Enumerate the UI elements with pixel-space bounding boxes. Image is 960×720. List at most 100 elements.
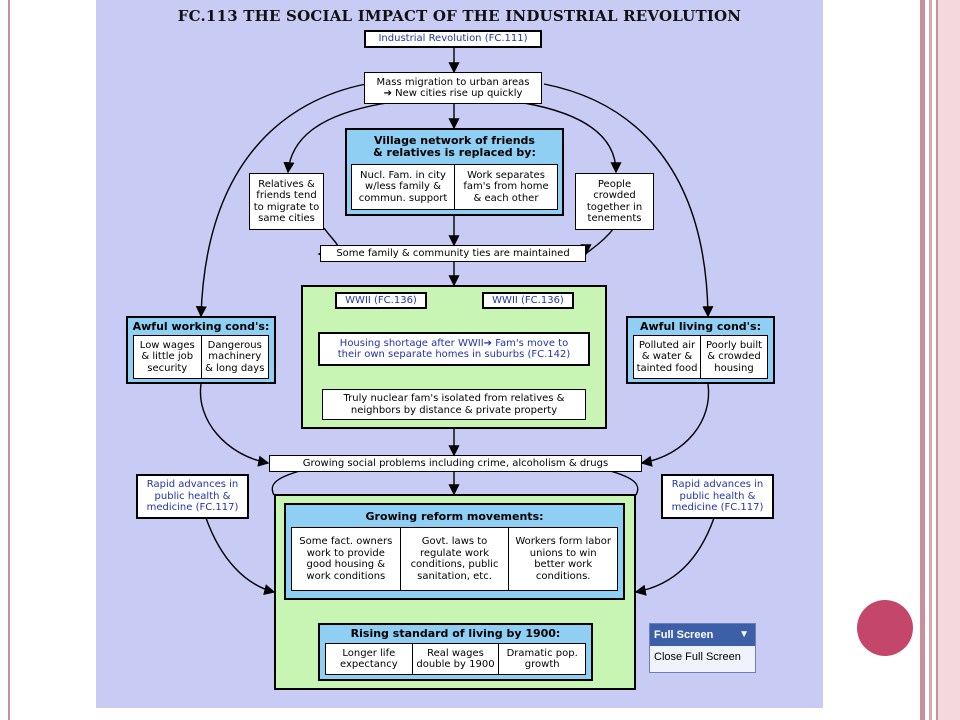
node-relatives-l3: to migrate to — [253, 201, 320, 213]
arrow-migration-to-living — [543, 83, 714, 318]
reform-cell-laws-l3: conditions, public — [410, 559, 499, 570]
node-housing-shortage: Housing shortage after WWII➔ Fam's move … — [318, 332, 590, 366]
node-mass-migration-line1: Mass migration to urban areas — [376, 76, 530, 88]
node-mass-migration: Mass migration to urban areas ➔ New citi… — [364, 72, 542, 104]
full-screen-label: Full Screen — [654, 629, 714, 641]
village-cell-work-l1: Work separates — [467, 169, 545, 181]
node-rapid-advances-left: Rapid advances in public health & medici… — [136, 474, 249, 519]
reform-cell-owners-l3: good housing & — [306, 559, 386, 570]
node-industrial-revolution: Industrial Revolution (FC.111) — [364, 30, 542, 48]
panel-village-network: Village network of friends & relatives i… — [345, 128, 564, 216]
slide-frame-left — [0, 0, 10, 720]
node-crowded-l2: crowded — [593, 190, 636, 201]
node-nuclear-l2: neighbors by distance & private property — [350, 404, 558, 416]
arrow-advances-left-to-reform — [205, 517, 276, 596]
node-advances-left-l2: public health & — [154, 490, 231, 502]
node-housing-l2: their own separate homes in suburbs (FC.… — [337, 349, 571, 360]
arrow-migration-to-relatives — [283, 102, 387, 174]
panel-awful-living: Awful living cond's: Polluted air & wate… — [626, 316, 775, 384]
panel-village-cells: Nucl. Fam. in city w/less family & commu… — [351, 164, 558, 210]
full-screen-toolbar: Full Screen ▼ Close Full Screen — [649, 623, 756, 673]
standard-cell-pop: Dramatic pop. growth — [499, 644, 585, 674]
slide-decoration-dot — [857, 600, 913, 656]
node-advances-left-l1: Rapid advances in — [146, 479, 239, 491]
working-cell-wages: Low wages & little job security — [134, 336, 202, 378]
arrow-advances-right-to-reform — [634, 517, 715, 596]
panel-standard-cells: Longer life expectancy Real wages double… — [325, 643, 586, 675]
working-cell-machinery-l3: & long days — [205, 362, 265, 374]
node-wwii-left: WWII (FC.136) — [335, 292, 427, 309]
node-social-problems: Growing social problems including crime,… — [269, 455, 642, 472]
slide-frame-right-band — [936, 0, 960, 720]
node-family-ties-text: Some family & community ties are maintai… — [336, 247, 570, 259]
node-rapid-advances-right: Rapid advances in public health & medici… — [661, 474, 774, 519]
working-cell-machinery: Dangerous machinery & long days — [202, 336, 269, 378]
panel-village-heading-line2: & relatives is replaced by: — [373, 146, 536, 159]
village-cell-work-l2: fam's from home — [463, 181, 549, 193]
standard-cell-pop-l1: Dramatic pop. — [506, 647, 578, 659]
living-cell-polluted-l1: Polluted air — [638, 339, 696, 351]
node-crowded-l1: People — [597, 178, 632, 190]
node-nuclear-isolated: Truly nuclear fam's isolated from relati… — [322, 389, 586, 420]
panel-standard-heading: Rising standard of living by 1900: — [350, 627, 561, 640]
panel-reform-movements: Growing reform movements: Some fact. own… — [284, 503, 625, 600]
village-cell-work: Work separates fam's from home & each ot… — [455, 165, 557, 209]
node-advances-right-l2: public health & — [679, 490, 756, 502]
standard-cell-wages-l2: double by 1900 — [416, 659, 495, 670]
node-relatives-migrate: Relatives & friends tend to migrate to s… — [249, 173, 324, 230]
full-screen-button[interactable]: Full Screen ▼ — [650, 624, 755, 646]
village-cell-nuclear: Nucl. Fam. in city w/less family & commu… — [352, 165, 455, 209]
node-relatives-l2: friends tend — [256, 190, 317, 201]
reform-cell-laws-l2: regulate work — [419, 547, 490, 559]
reform-cell-owners-l2: work to provide — [306, 547, 385, 559]
panel-awful-working: Awful working cond's: Low wages & little… — [126, 316, 276, 384]
arrow-crowded-to-ties — [580, 227, 615, 256]
triangle-down-icon[interactable]: ▼ — [739, 629, 749, 640]
village-cell-nuclear-l1: Nucl. Fam. in city — [360, 169, 446, 181]
working-cell-wages-l1: Low wages — [139, 339, 195, 351]
node-relatives-l1: Relatives & — [258, 178, 315, 190]
node-people-crowded: People crowded together in tenements — [575, 173, 654, 230]
close-full-screen-button[interactable]: Close Full Screen — [654, 651, 741, 663]
working-cell-machinery-l2: machinery — [208, 351, 262, 363]
panel-living-cells: Polluted air & water & tainted food Poor… — [633, 335, 768, 379]
panel-working-cells: Low wages & little job security Dangerou… — [133, 335, 269, 379]
reform-cell-laws: Govt. laws to regulate work conditions, … — [401, 528, 510, 590]
reform-cell-unions-l1: Workers form labor — [515, 536, 611, 547]
node-crowded-l3: together in — [586, 201, 643, 213]
panel-village-heading-line1: Village network of friends — [374, 134, 535, 147]
panel-rising-standard: Rising standard of living by 1900: Longe… — [318, 623, 593, 681]
panel-living-heading: Awful living cond's: — [639, 320, 761, 333]
arrow-working-to-problems — [199, 383, 270, 467]
standard-cell-pop-l2: growth — [524, 659, 560, 670]
reform-cell-unions: Workers form labor unions to win better … — [509, 528, 617, 590]
living-cell-housing-l3: housing — [714, 362, 754, 374]
node-industrial-revolution-text: Industrial Revolution (FC.111) — [378, 33, 528, 45]
reform-cell-unions-l4: conditions. — [535, 570, 591, 582]
working-cell-wages-l3: security — [147, 362, 188, 374]
node-advances-left-l3: medicine (FC.117) — [146, 502, 239, 514]
village-cell-nuclear-l3: commun. support — [358, 192, 448, 204]
node-housing-l1: Housing shortage after WWII➔ Fam's move … — [339, 337, 569, 349]
node-wwii-left-text: WWII (FC.136) — [345, 294, 417, 306]
node-mass-migration-line2: ➔ New cities rise up quickly — [383, 88, 523, 99]
panel-reform-heading: Growing reform movements: — [365, 510, 544, 523]
slide-frame-right-line — [936, 0, 938, 720]
standard-cell-wages-l1: Real wages — [427, 647, 484, 659]
node-wwii-right: WWII (FC.136) — [482, 292, 574, 309]
node-social-problems-text: Growing social problems including crime,… — [302, 457, 609, 469]
living-cell-polluted: Polluted air & water & tainted food — [634, 336, 701, 378]
reform-cell-unions-l2: unions to win — [529, 547, 597, 559]
arrow-migration-to-working — [195, 83, 367, 318]
node-nuclear-l1: Truly nuclear fam's isolated from relati… — [343, 393, 565, 404]
standard-cell-wages: Real wages double by 1900 — [413, 644, 500, 674]
standard-cell-life: Longer life expectancy — [326, 644, 413, 674]
node-crowded-l4: tenements — [587, 213, 642, 224]
diagram-title: FC.113 THE SOCIAL IMPACT OF THE INDUSTRI… — [177, 7, 742, 25]
living-cell-housing-l1: Poorly built — [705, 339, 763, 351]
living-cell-polluted-l2: & water & — [641, 351, 693, 363]
reform-cell-unions-l3: better work — [534, 559, 593, 570]
flowchart-image: FC.113 THE SOCIAL IMPACT OF THE INDUSTRI… — [96, 0, 823, 708]
arrow-living-to-problems — [640, 383, 710, 467]
panel-working-heading: Awful working cond's: — [132, 320, 270, 333]
